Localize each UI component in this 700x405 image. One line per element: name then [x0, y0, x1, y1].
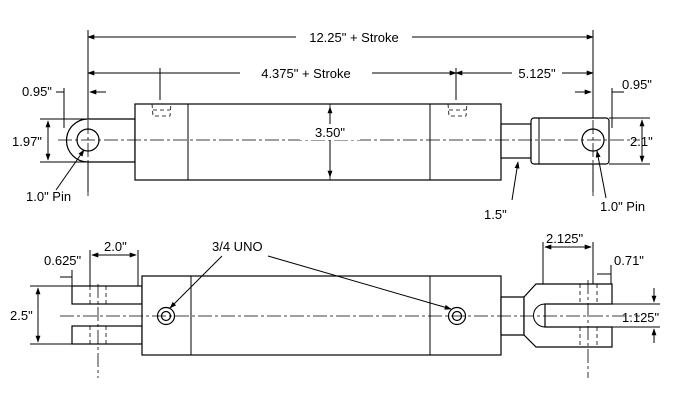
clevis-slot-width-label: 0.625": [44, 253, 82, 268]
rod-clevis-width-label: 1.125": [622, 310, 660, 325]
base-clevis-height-label: 1.97": [12, 134, 42, 149]
base-clevis-tine: [71, 325, 143, 345]
rod-pin-label: 1.0" Pin: [600, 199, 645, 214]
base-pin-label: 1.0" Pin: [26, 189, 71, 204]
leader-line: [595, 150, 607, 199]
rod-clevis-depth-label: 2.125": [546, 231, 584, 246]
base-clevis-width-label: 2.5": [10, 308, 33, 323]
side-view: 12.25" + Stroke 4.375" + Stroke 5.125" 0…: [12, 30, 653, 222]
rod-end-length-label: 5.125": [518, 66, 556, 81]
port-hidden-line: [447, 103, 468, 117]
rod-pin-offset-label: 0.95": [622, 77, 652, 92]
cylinder-barrel: [141, 275, 502, 356]
leader-line: [55, 149, 85, 191]
cylinder-barrel: [134, 103, 502, 181]
base-pin-offset-label: 0.95": [22, 84, 52, 99]
label-background: [300, 124, 360, 140]
rod-clevis-height-label: 2.1": [630, 134, 653, 149]
top-view: 0.625" 2.0" 3/4 UNO 2.125" 0.71" 2.5" 1.…: [10, 231, 660, 378]
port-label: 3/4 UNO: [212, 239, 263, 254]
bore-label: 3.50": [315, 125, 345, 140]
piston-rod: [500, 123, 532, 159]
overall-length-label: 12.25" + Stroke: [309, 30, 399, 45]
port-hidden-line: [151, 103, 172, 117]
base-clevis-tine: [71, 285, 143, 305]
tube-length-label: 4.375" + Stroke: [261, 66, 351, 81]
rod-clevis-slot: [533, 303, 546, 328]
leader-line: [169, 255, 223, 309]
rod-diameter-label: 1.5": [484, 207, 507, 222]
leader-line: [267, 255, 452, 310]
rod-clevis-gap-label: 0.71": [614, 253, 644, 268]
rod-clevis: [523, 283, 613, 348]
leader-line: [511, 161, 520, 201]
clevis-depth-label: 2.0": [104, 239, 127, 254]
